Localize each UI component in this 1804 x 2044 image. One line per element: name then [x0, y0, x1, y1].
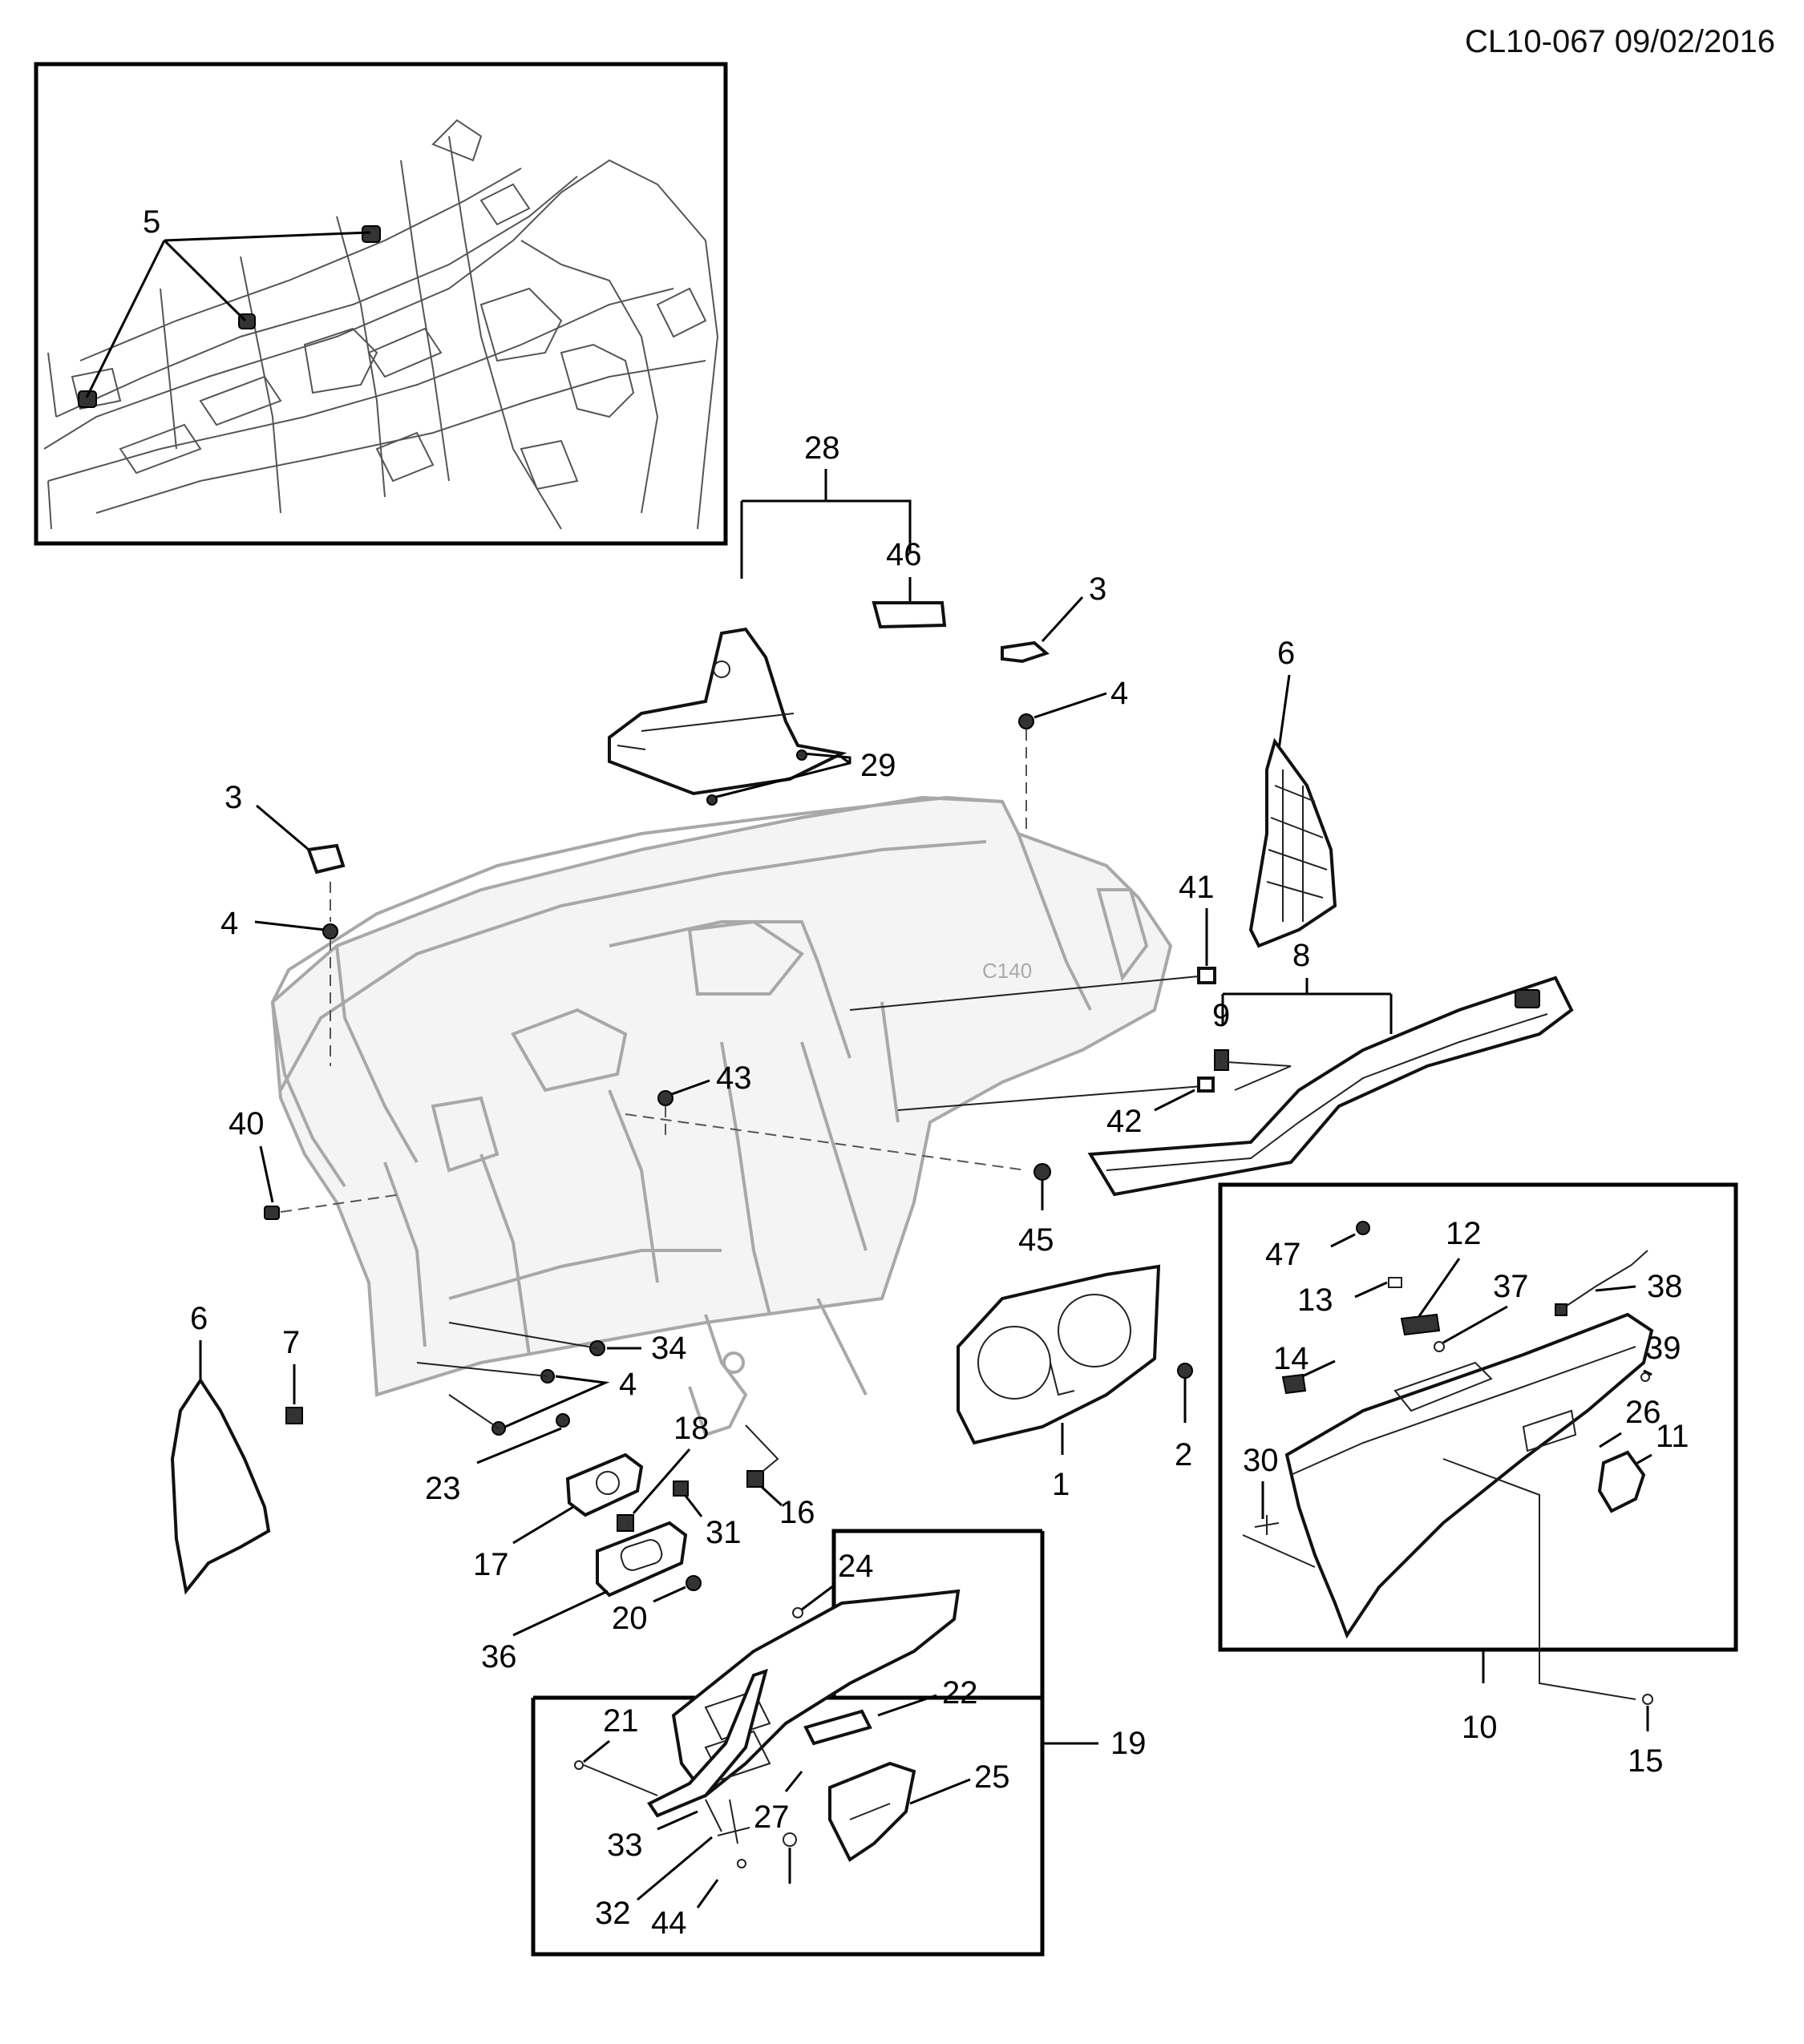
callout-8: 8: [1292, 938, 1310, 973]
part-28-bracket: [608, 627, 847, 796]
leader-4-left: [254, 920, 326, 931]
document-reference: CL10-067 09/02/2016: [1465, 24, 1775, 59]
callout-13: 13: [1297, 1283, 1333, 1318]
callout-30: 23: [425, 1471, 461, 1506]
callout-41: 41: [1179, 870, 1215, 905]
callout-16: 17: [473, 1547, 509, 1582]
end-cap-right: 6: [1248, 636, 1337, 948]
part-42-clip: [1197, 1077, 1215, 1093]
speaker-grille-clip-left: 3 4: [220, 780, 346, 1066]
console-side-rail: [647, 1668, 768, 1818]
callout-25: 33: [607, 1828, 643, 1863]
bracket-28: [740, 469, 912, 579]
callout-21: 25: [974, 1759, 1010, 1795]
lower-fasteners: 34 4 23: [416, 1322, 687, 1506]
part-10-glove-box: [1284, 1312, 1654, 1639]
part-16-switch: [565, 1452, 644, 1517]
callout-36: 20: [612, 1601, 648, 1636]
callout-31: 16: [779, 1495, 815, 1530]
part-9-clip: [1214, 1049, 1229, 1071]
callout-45: 45: [1018, 1222, 1054, 1258]
callout-32: 44: [651, 1905, 687, 1941]
callout-9: 9: [1212, 998, 1230, 1033]
callout-26: 26: [1625, 1395, 1661, 1430]
trim-switch-part: [1515, 989, 1540, 1008]
leader-29: [713, 752, 851, 799]
callout-11: 11: [1656, 1419, 1689, 1454]
callout-33: 27: [754, 1800, 790, 1835]
callout-42: 42: [1106, 1104, 1143, 1139]
carrier-embossed-code: C140: [982, 959, 1032, 983]
callout-18: 18: [673, 1411, 710, 1446]
callout-43: 43: [716, 1060, 752, 1096]
part-6-right-cap: [1248, 737, 1337, 948]
leader-3-right: [1041, 596, 1084, 643]
callout-35: 30: [1243, 1443, 1279, 1478]
part-7-clip: 7: [282, 1325, 303, 1424]
callout-5: 5: [143, 204, 160, 240]
speaker-grille-clip-right: 3 4: [1001, 572, 1128, 834]
callout-28: 28: [804, 430, 840, 466]
part-17-bezel: [596, 1521, 688, 1598]
dash-inner-edge: [279, 840, 987, 1091]
inset-body-structure-sketch: [43, 119, 719, 530]
callout-20: 22: [942, 1675, 978, 1711]
callout-37: 37: [1493, 1269, 1529, 1304]
callout-27: 32: [595, 1896, 631, 1931]
callout-40: 40: [229, 1106, 265, 1141]
part-43-screw: 43: [625, 1060, 1027, 1171]
callout-4-left: 4: [220, 906, 238, 941]
instrument-cluster: 1 2: [957, 1264, 1193, 1502]
callout-6-left: 6: [190, 1301, 208, 1336]
inset-clip-part: [78, 225, 381, 408]
end-cap-left: 6: [170, 1301, 271, 1595]
callout-22: 21: [603, 1703, 639, 1739]
console-bracket-group: 28 46 29: [608, 430, 947, 806]
callout-3-left: 3: [224, 780, 242, 815]
part-46-clip: [872, 601, 947, 629]
callout-3-right: 3: [1089, 572, 1106, 607]
instrument-panel-carrier: C140: [270, 795, 1173, 1437]
callout-23: 31: [706, 1515, 742, 1550]
part-31-screw: [746, 1470, 764, 1488]
callout-14: 14: [1273, 1341, 1309, 1376]
callout-17: 36: [481, 1639, 517, 1674]
knee-trim-group: 8 9 42: [897, 938, 1574, 1197]
part-23-clip: [673, 1480, 689, 1497]
callout-4-lower: 4: [619, 1367, 637, 1402]
inset-frame: [34, 62, 728, 546]
part-6-left-cap: [170, 1377, 271, 1595]
part-45-nut: 45: [1018, 1163, 1054, 1258]
callout-47: 47: [1265, 1237, 1301, 1272]
switch-bezel-group: 18 31 16 17 36 20: [473, 1411, 815, 1674]
callout-7: 7: [282, 1325, 300, 1360]
part-40-bolt: 40: [229, 1106, 402, 1220]
glove-box-inset: 47 12 13 37 38 14 39 26 11 30: [1218, 1182, 1738, 1779]
callout-4-right: 4: [1110, 676, 1128, 711]
part-1-cluster: [957, 1264, 1161, 1445]
part-41-clip: 41: [849, 870, 1216, 1011]
leader-5: [85, 231, 371, 398]
callout-12: 12: [1446, 1216, 1482, 1251]
leader-4-right: [1033, 692, 1107, 719]
callout-1: 1: [1052, 1467, 1070, 1502]
inset-panel: 5: [34, 62, 728, 546]
callout-29: 29: [860, 748, 896, 783]
leader-3-left: [256, 804, 309, 851]
callout-38: 38: [1647, 1269, 1683, 1304]
callout-19: 19: [1110, 1726, 1147, 1761]
callout-2: 2: [1175, 1437, 1192, 1472]
callout-10: 10: [1462, 1710, 1498, 1745]
callout-24: 24: [838, 1549, 874, 1584]
glove-box-frame: [1218, 1182, 1738, 1652]
callout-34: 34: [651, 1331, 687, 1366]
leader-6-right: [1277, 674, 1291, 750]
lower-console-inset: 19 24 22 21 25 33 27 32 44: [531, 1529, 1147, 1957]
part-8-trim: [1087, 976, 1574, 1197]
callout-46: 46: [886, 537, 922, 572]
dash-top-edge: [271, 795, 1003, 1003]
callout-15: 15: [1628, 1743, 1664, 1779]
callout-6-right: 6: [1277, 636, 1295, 671]
